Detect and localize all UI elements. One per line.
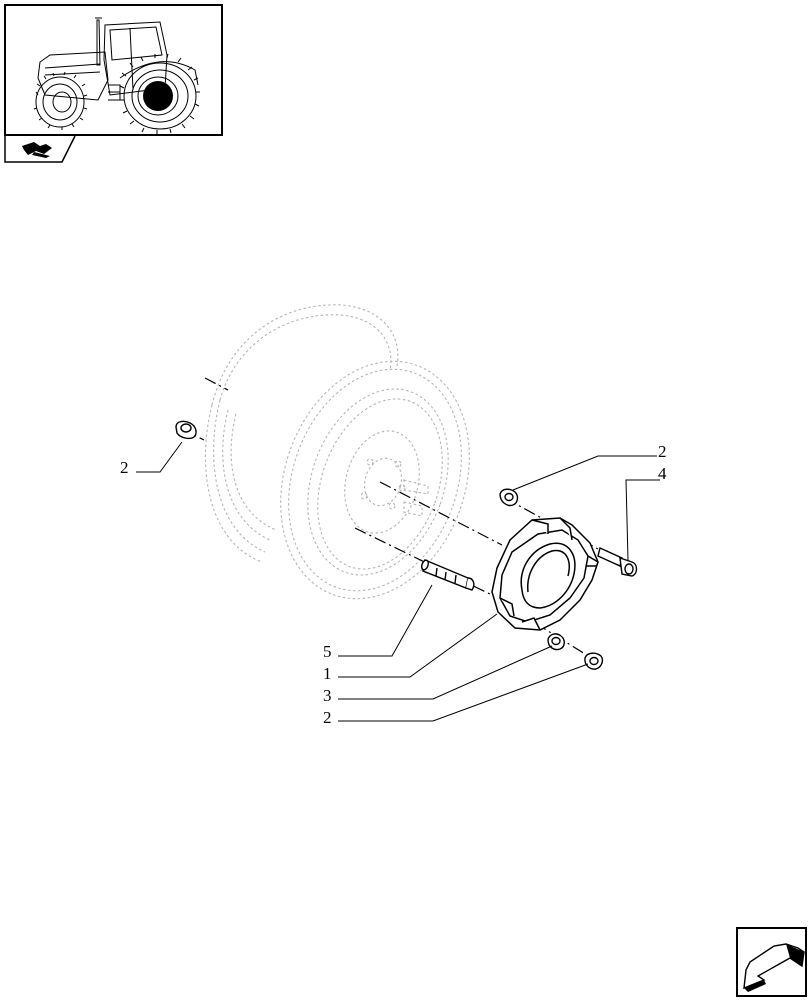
callout-2-upper-right: 2 bbox=[658, 442, 667, 461]
callout-2-left: 2 bbox=[120, 458, 129, 477]
next-page-arrow-icon[interactable] bbox=[736, 927, 807, 997]
bolt-part-4 bbox=[597, 547, 638, 577]
nut-part-2-lower bbox=[584, 652, 604, 670]
tractor-thumbnail bbox=[4, 4, 223, 136]
callout-1: 1 bbox=[323, 664, 332, 683]
ghosted-wheel-rim bbox=[204, 304, 470, 600]
highlighted-wheel-hub-icon bbox=[143, 81, 173, 111]
callout-2-lower: 2 bbox=[323, 708, 332, 727]
book-wheel-icon bbox=[4, 135, 76, 163]
washer-part-3 bbox=[547, 633, 565, 651]
callout-5: 5 bbox=[323, 642, 332, 661]
nut-part-2-left bbox=[175, 420, 197, 440]
assembly-axis-lines bbox=[179, 377, 641, 663]
stud-part-5 bbox=[421, 559, 475, 591]
wheel-weight-part-1 bbox=[491, 517, 599, 631]
callout-labels: 2 2 4 5 1 3 2 bbox=[120, 442, 667, 727]
nut-part-2-upper bbox=[499, 488, 519, 507]
callout-leaders bbox=[136, 441, 660, 722]
callout-3: 3 bbox=[323, 686, 332, 705]
callout-4: 4 bbox=[658, 464, 667, 483]
